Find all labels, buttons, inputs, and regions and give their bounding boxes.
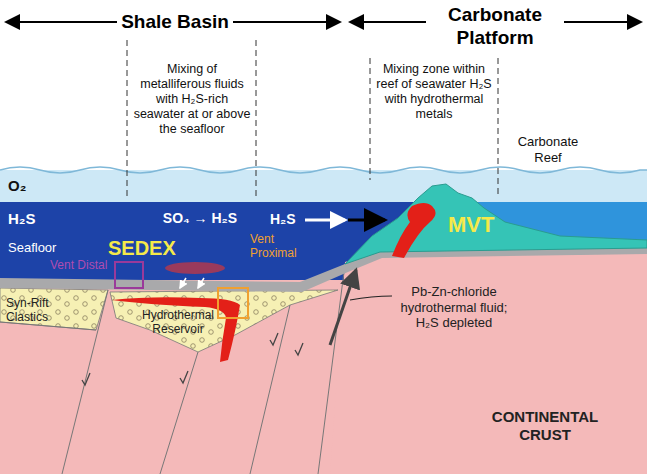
chemistry-label: O₂ bbox=[8, 177, 26, 195]
oxic-water bbox=[0, 170, 647, 204]
h2s-arrow bbox=[348, 219, 385, 222]
zone-note: Mixing of metalliferous fluids with H₂S-… bbox=[133, 62, 251, 137]
chemistry-label: H₂S bbox=[270, 211, 296, 228]
wave-line bbox=[0, 167, 647, 173]
part-label: CONTINENTAL CRUST bbox=[475, 408, 615, 444]
vent-label: Vent Distal bbox=[50, 258, 107, 272]
section-heading: Shale Basin bbox=[117, 11, 233, 34]
h2s-arrow bbox=[305, 219, 345, 222]
part-label: Seafloor bbox=[8, 240, 56, 256]
deposit-label: MVT bbox=[448, 212, 494, 238]
carbonate-reef bbox=[345, 184, 647, 264]
vent-distal-box bbox=[115, 262, 143, 288]
clastics bbox=[0, 288, 108, 330]
fault-lines bbox=[0, 264, 345, 474]
fault-ticks bbox=[82, 333, 303, 385]
part-label: Pb-Zn-chloride hydrothermal fluid; H₂S d… bbox=[398, 284, 510, 331]
part-label: Syn-Rift Clastics bbox=[6, 296, 68, 325]
chemistry-label: SO₄ → H₂S bbox=[163, 210, 237, 227]
deposit-label: SEDEX bbox=[108, 236, 176, 260]
part-label: Carbonate Reef bbox=[508, 134, 588, 165]
section-heading: Carbonate Platform bbox=[426, 4, 564, 50]
seafloor-sediment bbox=[0, 246, 647, 292]
fluid-arrow bbox=[330, 270, 356, 345]
hydrothermal-fluid bbox=[112, 297, 240, 362]
sulfide-lens bbox=[165, 262, 225, 274]
vent-proximal-box bbox=[218, 288, 248, 318]
vent-label: Vent Proximal bbox=[250, 232, 310, 261]
leader-line bbox=[350, 296, 392, 300]
mvt-fluid bbox=[392, 203, 436, 258]
chemistry-label: H₂S bbox=[8, 210, 36, 228]
zone-divider bbox=[127, 40, 498, 196]
zone-note: Mixing zone within reef of seawater H₂S … bbox=[375, 62, 493, 122]
part-label: Hydrothermal Reservoir bbox=[132, 308, 224, 337]
